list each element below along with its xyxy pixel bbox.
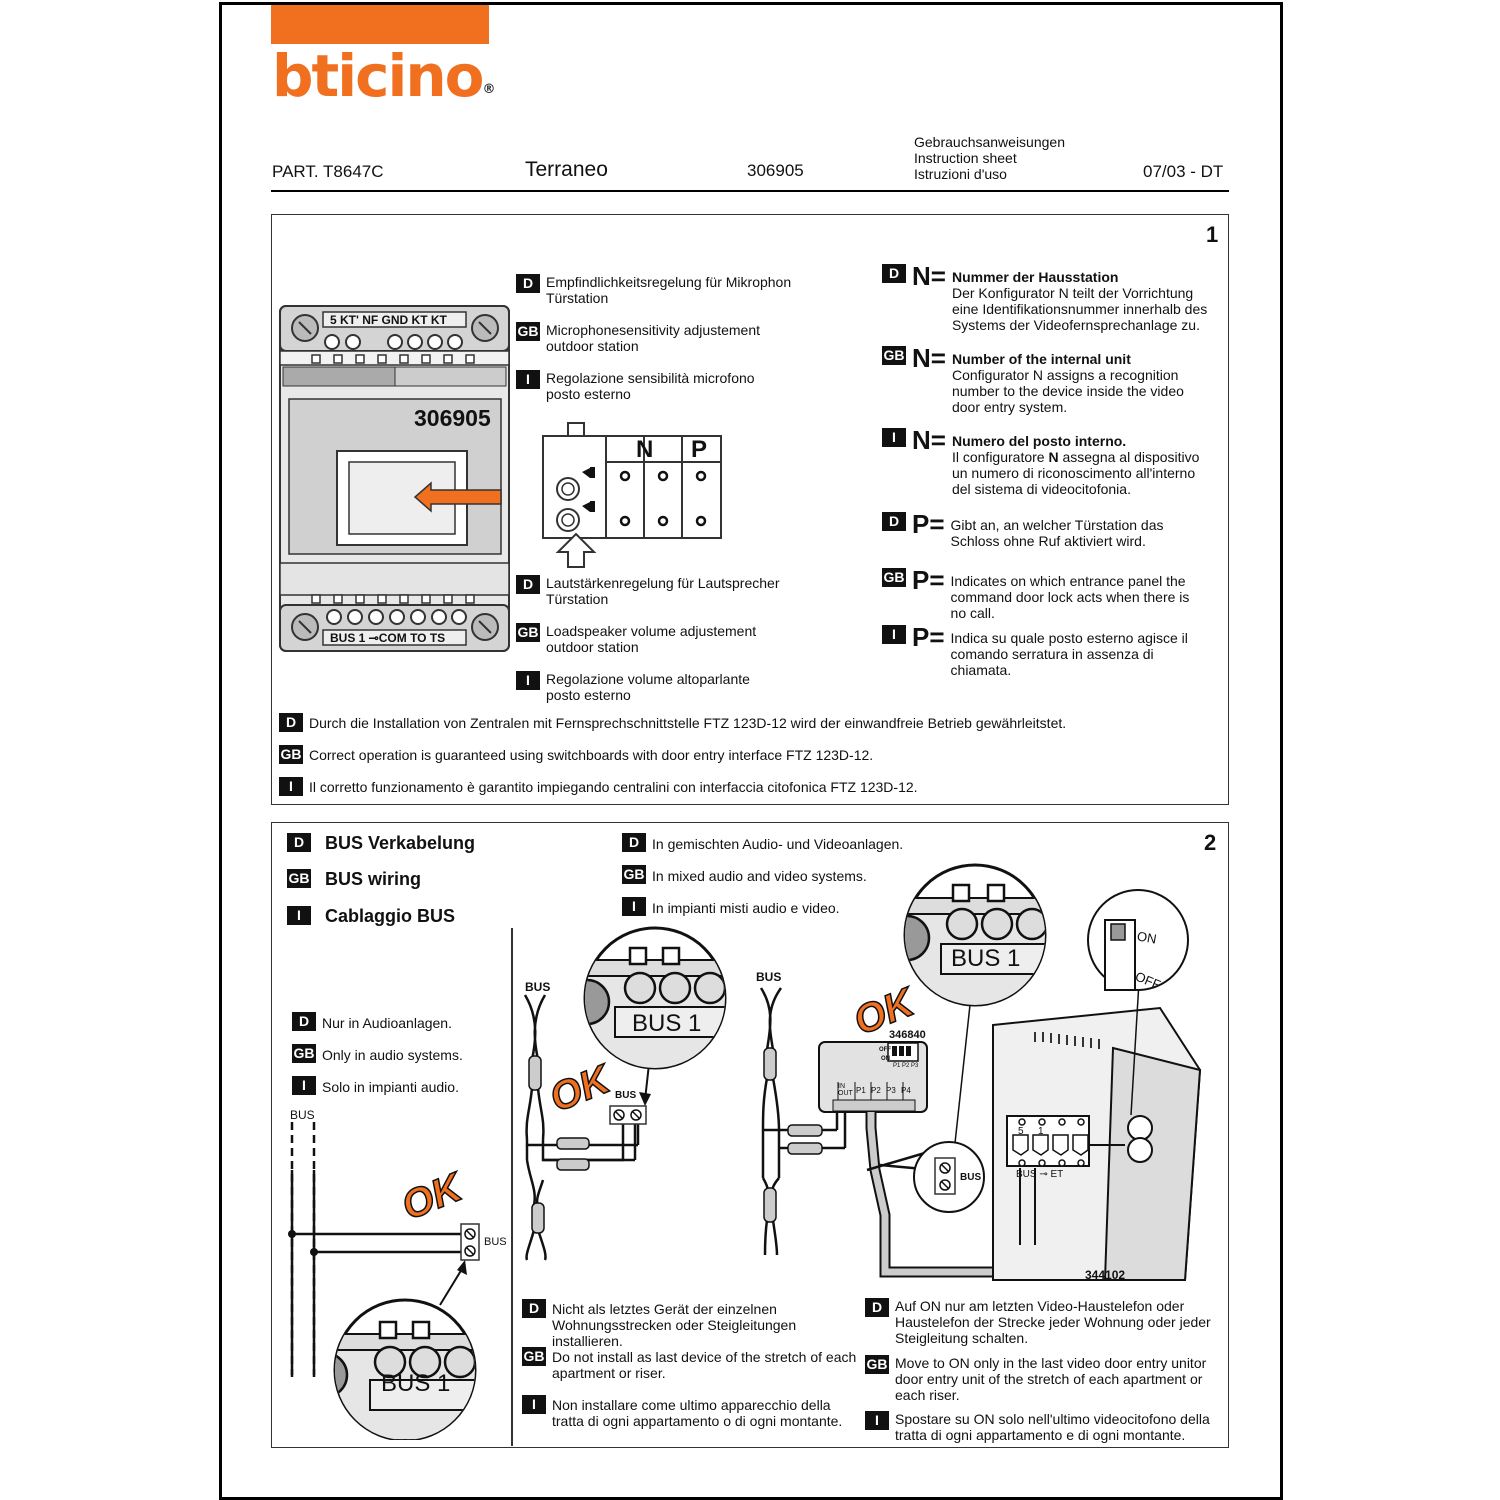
section-1-number: 1: [1206, 222, 1219, 247]
in-out-label: IN OUT: [838, 1083, 853, 1097]
terminal-bus-label-audio: BUS: [484, 1236, 507, 1248]
config-p-label: P: [691, 436, 708, 463]
zoom-bus-label-mixed-1: BUS 1: [632, 1010, 702, 1037]
mixed-wiring-diagram: [523, 863, 1202, 1281]
bus-label-audio: BUS: [290, 1108, 315, 1122]
p2-label: P2: [871, 1086, 881, 1095]
p1-label: P1: [856, 1086, 866, 1095]
audio-only-wiring-diagram: [288, 1122, 480, 1440]
doc-type: Gebrauchsanweisungen Instruction sheet I…: [914, 134, 1065, 182]
zoom-bus-label-mixed-2: BUS 1: [951, 945, 1021, 972]
zoom-bus-label-audio: BUS 1: [381, 1370, 451, 1397]
p3-label: P3: [886, 1086, 896, 1095]
bus-label-mixed-1: BUS: [525, 980, 551, 994]
device-code-label: 306905: [414, 405, 491, 431]
terminal-1-label: 1: [1038, 1126, 1044, 1137]
doc-date: 07/03 - DT: [1143, 162, 1224, 181]
top-terminal-labels: 5 KT' NF GND KT KT: [330, 313, 447, 327]
header-rule: [271, 190, 1229, 192]
section-2-divider: [511, 928, 513, 1446]
dip-off-label: OFF: [879, 1047, 891, 1053]
terminal-bus-label-riser: BUS: [960, 1172, 982, 1183]
brand-logo: bticino®: [272, 42, 496, 110]
p4-label: P4: [901, 1086, 911, 1095]
config-n-label: N: [636, 436, 654, 463]
switch-on-label: ON: [1135, 928, 1158, 947]
bus-et-label: BUS ⊸ ET: [1016, 1169, 1064, 1180]
dip-on-label: ON: [881, 1056, 890, 1062]
section-2-number: 2: [1204, 830, 1217, 855]
part-number: PART. T8647C: [272, 162, 384, 181]
product-name: Terraneo: [525, 158, 608, 181]
device-306905-drawing: [279, 305, 510, 652]
device-346840-label: 346840: [889, 1029, 926, 1041]
brand-bar: [271, 5, 489, 44]
terminal-5-label: 5: [1018, 1126, 1024, 1137]
bus-label-mixed-2: BUS: [756, 970, 782, 984]
bottom-terminal-labels: BUS 1 ⊸COM TO TS: [330, 631, 446, 645]
dip-p-labels: P1 P2 P3: [893, 1063, 919, 1069]
page-frame: [219, 2, 1283, 1500]
configurator-diagram: [542, 422, 722, 568]
device-344102-label: 344102: [1085, 1268, 1126, 1282]
product-code: 306905: [747, 161, 804, 180]
terminal-bus-label-mixed: BUS: [615, 1090, 637, 1101]
